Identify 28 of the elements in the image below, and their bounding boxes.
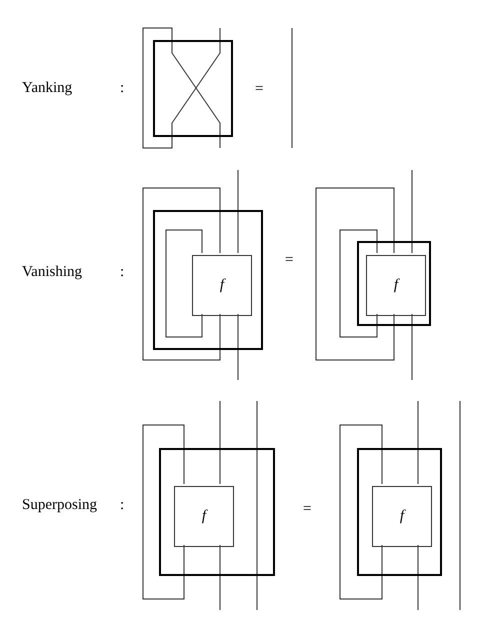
axiom-name: Vanishing	[22, 263, 82, 281]
wire	[166, 230, 202, 338]
axiom-name: Yanking	[22, 79, 72, 97]
colon: :	[120, 79, 124, 97]
function-label: f	[394, 278, 398, 293]
wire	[142, 424, 184, 600]
wire	[316, 188, 394, 360]
function-label: f	[220, 278, 224, 293]
function-label: f	[400, 509, 404, 524]
colon: :	[120, 496, 124, 514]
function-label: f	[202, 509, 206, 524]
trace-box	[159, 448, 275, 576]
trace-box	[153, 40, 233, 137]
equals-sign: =	[255, 80, 264, 98]
function-box	[192, 255, 252, 316]
wire	[340, 424, 382, 600]
trace-box	[357, 241, 431, 326]
colon: :	[120, 263, 124, 281]
function-box	[366, 255, 426, 316]
function-box	[372, 486, 432, 547]
wire	[340, 230, 378, 338]
wire	[142, 188, 220, 360]
function-box	[174, 486, 234, 547]
trace-box	[153, 210, 263, 350]
equals-sign: =	[303, 500, 312, 518]
equals-sign: =	[285, 251, 294, 269]
trace-box	[357, 448, 442, 576]
axiom-name: Superposing	[22, 496, 97, 514]
